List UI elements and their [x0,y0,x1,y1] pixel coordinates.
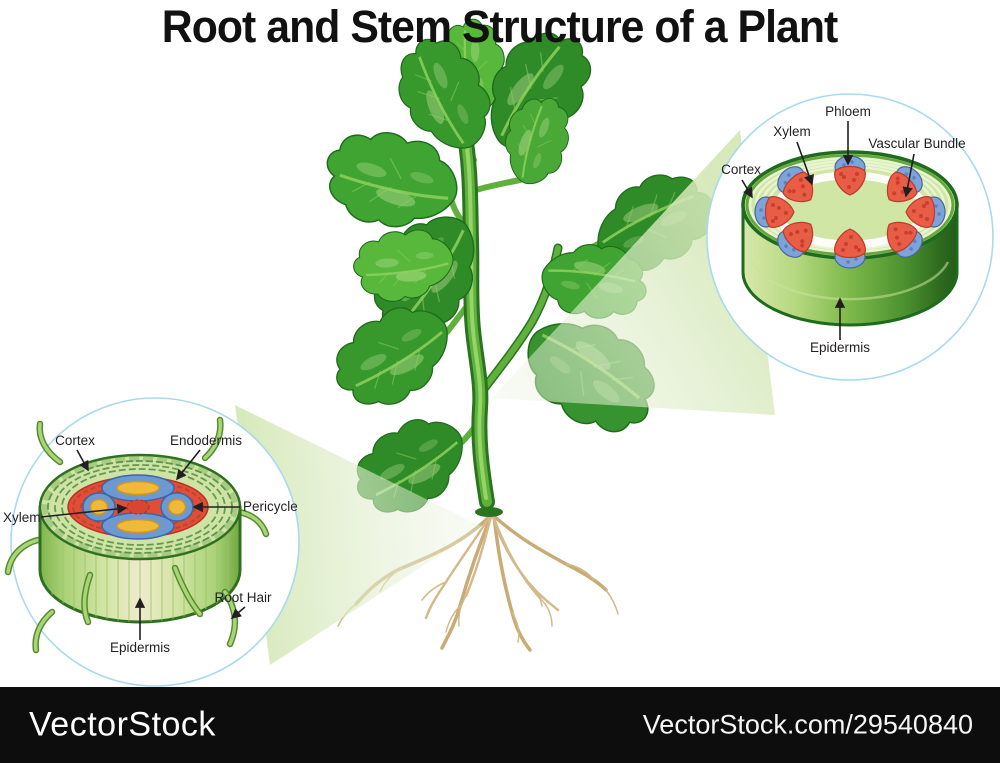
title-bar: Root and Stem Structure of a Plant [0,0,1000,49]
stem-cortex-arrow [741,179,753,199]
xylem-center [126,499,150,515]
root-xylem-label: Xylem [3,510,41,525]
stem-zoom-beam [492,130,775,415]
phloem-label: Phloem [825,104,871,119]
stem-xylem-label: Xylem [773,124,811,139]
pericycle-label: Pericycle [243,499,298,514]
vascular-bundle-label: Vascular Bundle [868,136,965,151]
root-cortex-arrow [76,449,89,472]
watermark-bar: VectorStock VectorStock.com/29540840 [0,687,1000,763]
root-cross-section-callout: Cortex Endodermis Pericycle Xylem Root H… [3,397,300,687]
stem-xylem-arrow [796,141,814,186]
watermark-url: VectorStock.com/29540840 [642,709,973,740]
root-section-labels: Cortex Endodermis Pericycle Xylem Root H… [3,433,298,655]
endodermis-label: Endodermis [170,433,242,448]
root-xylem-arrow [40,503,128,518]
stem-epidermis-label: Epidermis [810,340,870,355]
plant-illustration [312,11,728,652]
root-hair-arrow [230,606,246,620]
root-zoom-beam [235,405,483,665]
stem-section-labels: Phloem Xylem Vascular Bundle Cortex Epid… [721,104,966,355]
stele-bundles [82,474,194,540]
root-cortex-label: Cortex [55,433,95,448]
diagram-title: Root and Stem Structure of a Plant [162,1,838,52]
plant-stem [455,117,503,517]
vascular-bundle-arrow [902,153,915,198]
endodermis-arrow [176,449,201,481]
stem-cortex-label: Cortex [721,162,761,177]
root-epidermis-label: Epidermis [110,640,170,655]
root-hair-label: Root Hair [214,590,272,605]
plant-roots [337,514,619,652]
watermark-brand: VectorStock [29,705,216,744]
stem-cross-section-callout: Phloem Xylem Vascular Bundle Cortex Epid… [706,93,994,381]
